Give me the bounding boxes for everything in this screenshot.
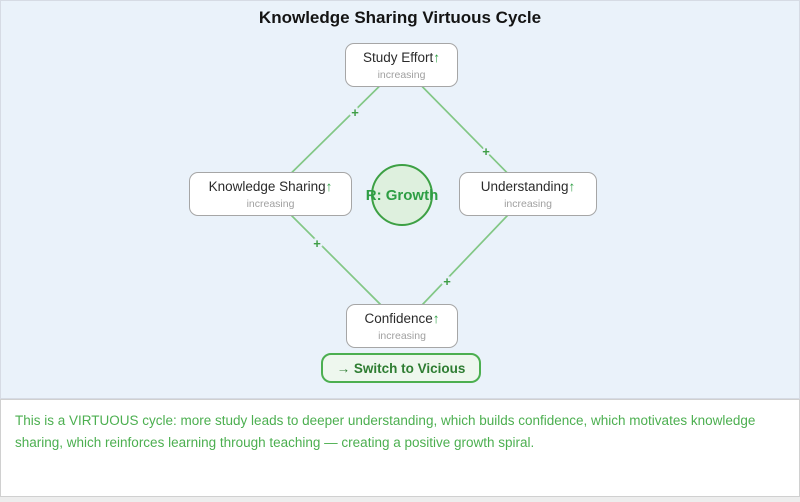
node-confidence: Confidence↑ increasing	[346, 304, 458, 348]
loop-label: R: Growth	[365, 186, 439, 204]
up-arrow-icon: ↑	[325, 178, 333, 194]
node-subtitle: increasing	[504, 197, 552, 210]
edge-sign-plus: +	[482, 144, 490, 159]
cycle-description-text: This is a VIRTUOUS cycle: more study lea…	[15, 413, 756, 450]
node-label: Understanding↑	[480, 178, 576, 194]
cycle-description-panel: This is a VIRTUOUS cycle: more study lea…	[0, 399, 800, 497]
virtuous-cycle-diagram: Knowledge Sharing Virtuous Cycle + + + +…	[0, 0, 800, 399]
node-label: Confidence↑	[364, 310, 440, 326]
edge-sign-plus: +	[443, 274, 451, 289]
up-arrow-icon: ↑	[568, 178, 576, 194]
node-subtitle: increasing	[246, 197, 295, 210]
edge-sign-plus: +	[313, 236, 321, 251]
up-arrow-icon: ↑	[433, 49, 441, 65]
node-knowledge-sharing: Knowledge Sharing↑ increasing	[189, 172, 352, 216]
node-study-effort: Study Effort↑ increasing	[345, 43, 458, 87]
node-understanding: Understanding↑ increasing	[459, 172, 597, 216]
node-label: Knowledge Sharing↑	[208, 178, 333, 194]
switch-to-vicious-button[interactable]: → Switch to Vicious	[321, 353, 481, 383]
up-arrow-icon: ↑	[432, 310, 440, 326]
edge-sign-plus: +	[351, 105, 359, 120]
node-label: Study Effort↑	[362, 49, 441, 65]
node-subtitle: increasing	[378, 329, 426, 342]
reinforcing-loop-indicator: R: Growth	[366, 164, 438, 226]
page-title: Knowledge Sharing Virtuous Cycle	[258, 8, 542, 27]
node-subtitle: increasing	[377, 68, 426, 81]
